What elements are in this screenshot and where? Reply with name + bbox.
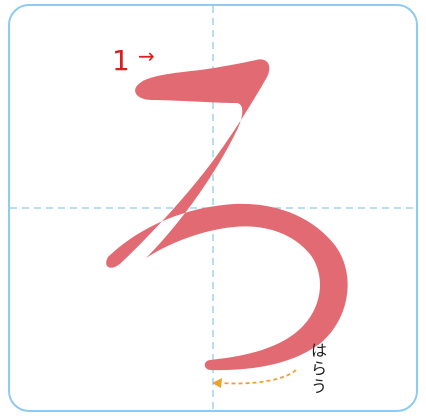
sweep-arrow-head-icon	[212, 378, 222, 388]
stroke-direction-arrow-icon: →	[138, 44, 155, 68]
character-stroke	[106, 59, 348, 371]
ending-label-char-2: ら	[311, 359, 327, 378]
stroke-number-label: 1	[112, 44, 130, 77]
ending-label-char-1: は	[311, 341, 327, 360]
ending-label-char-3: う	[311, 377, 327, 396]
